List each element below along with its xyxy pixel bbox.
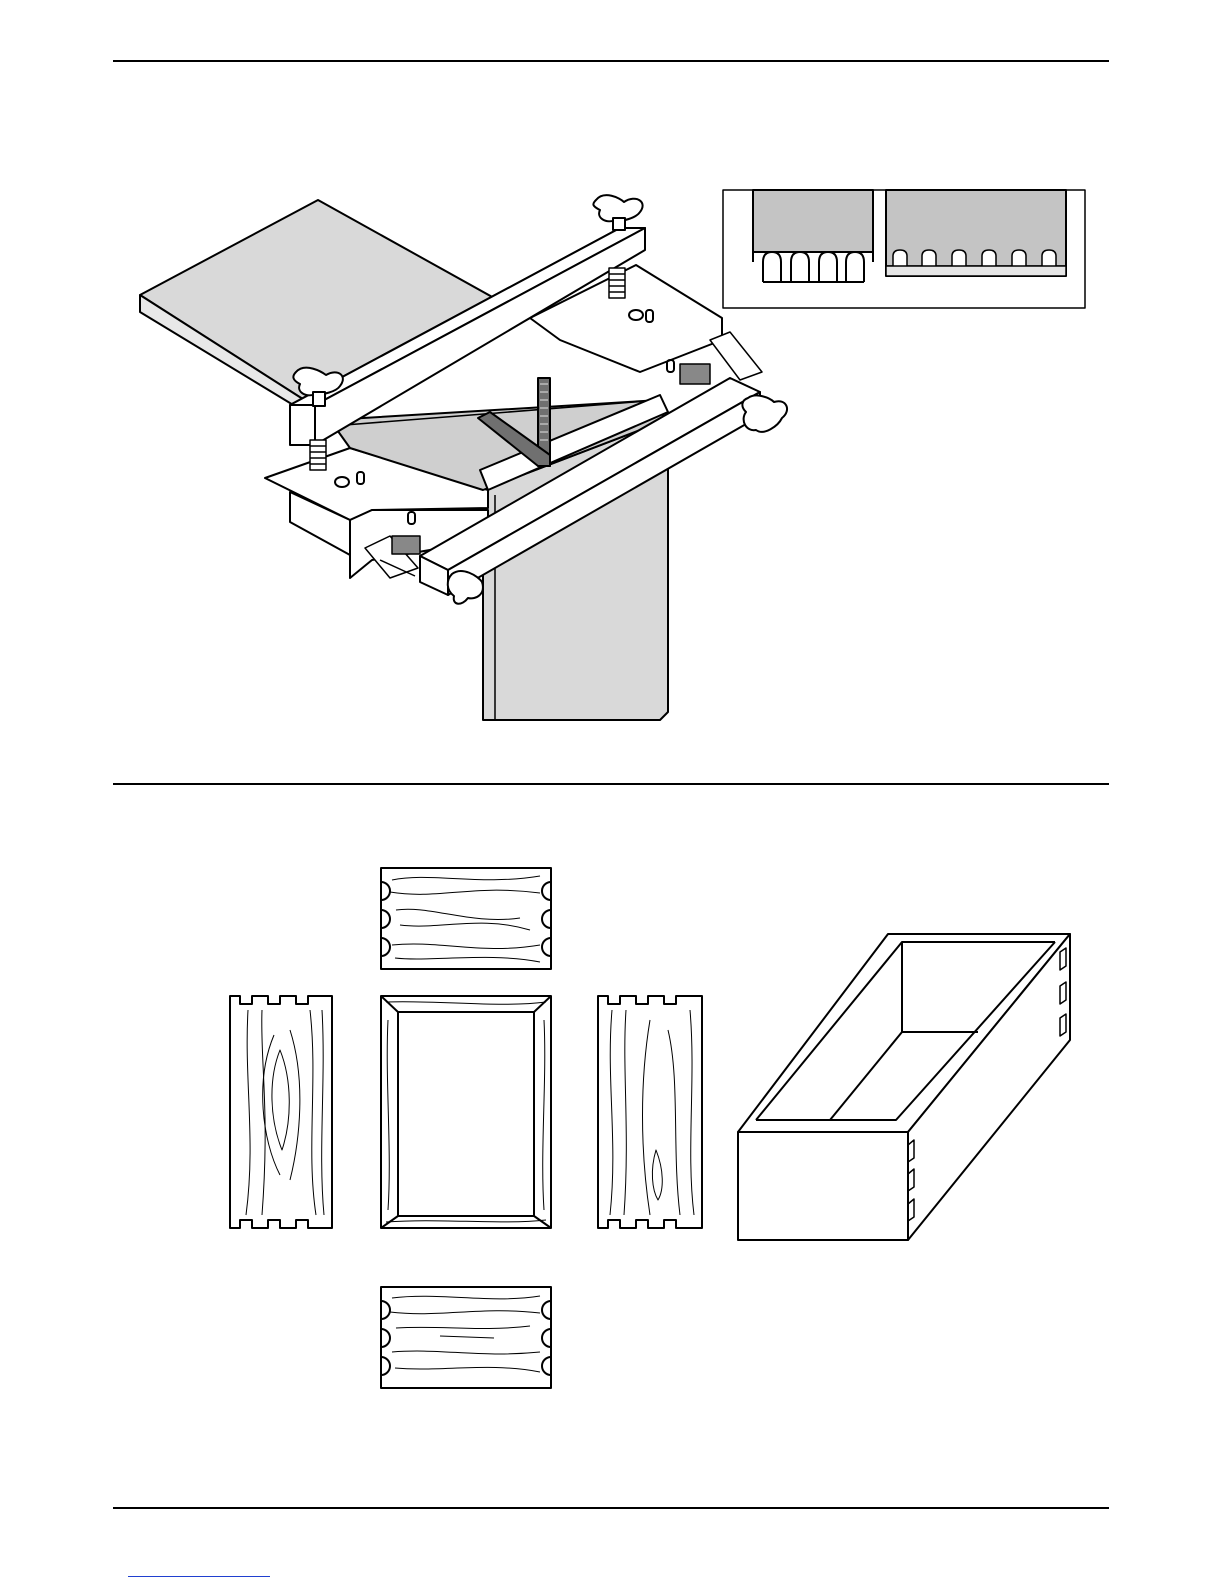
drawer-bottom-panel [381,996,551,1228]
drawer-back-panel [381,1287,551,1388]
star-knob-top-right [593,195,642,230]
drawer-right-side [598,996,702,1228]
dovetail-jig-figure [140,195,787,720]
inset-template-finger [886,190,1066,276]
clamp-spring-left [310,440,326,470]
clamp-spring-right [609,268,625,298]
drawer-exploded-figure [230,868,702,1388]
drawer-front-panel [381,868,551,969]
drawer-left-side [230,996,332,1228]
assembled-drawer-figure [738,934,1070,1240]
inset-detail-figure [723,190,1085,308]
star-knob-front-right [742,395,787,431]
